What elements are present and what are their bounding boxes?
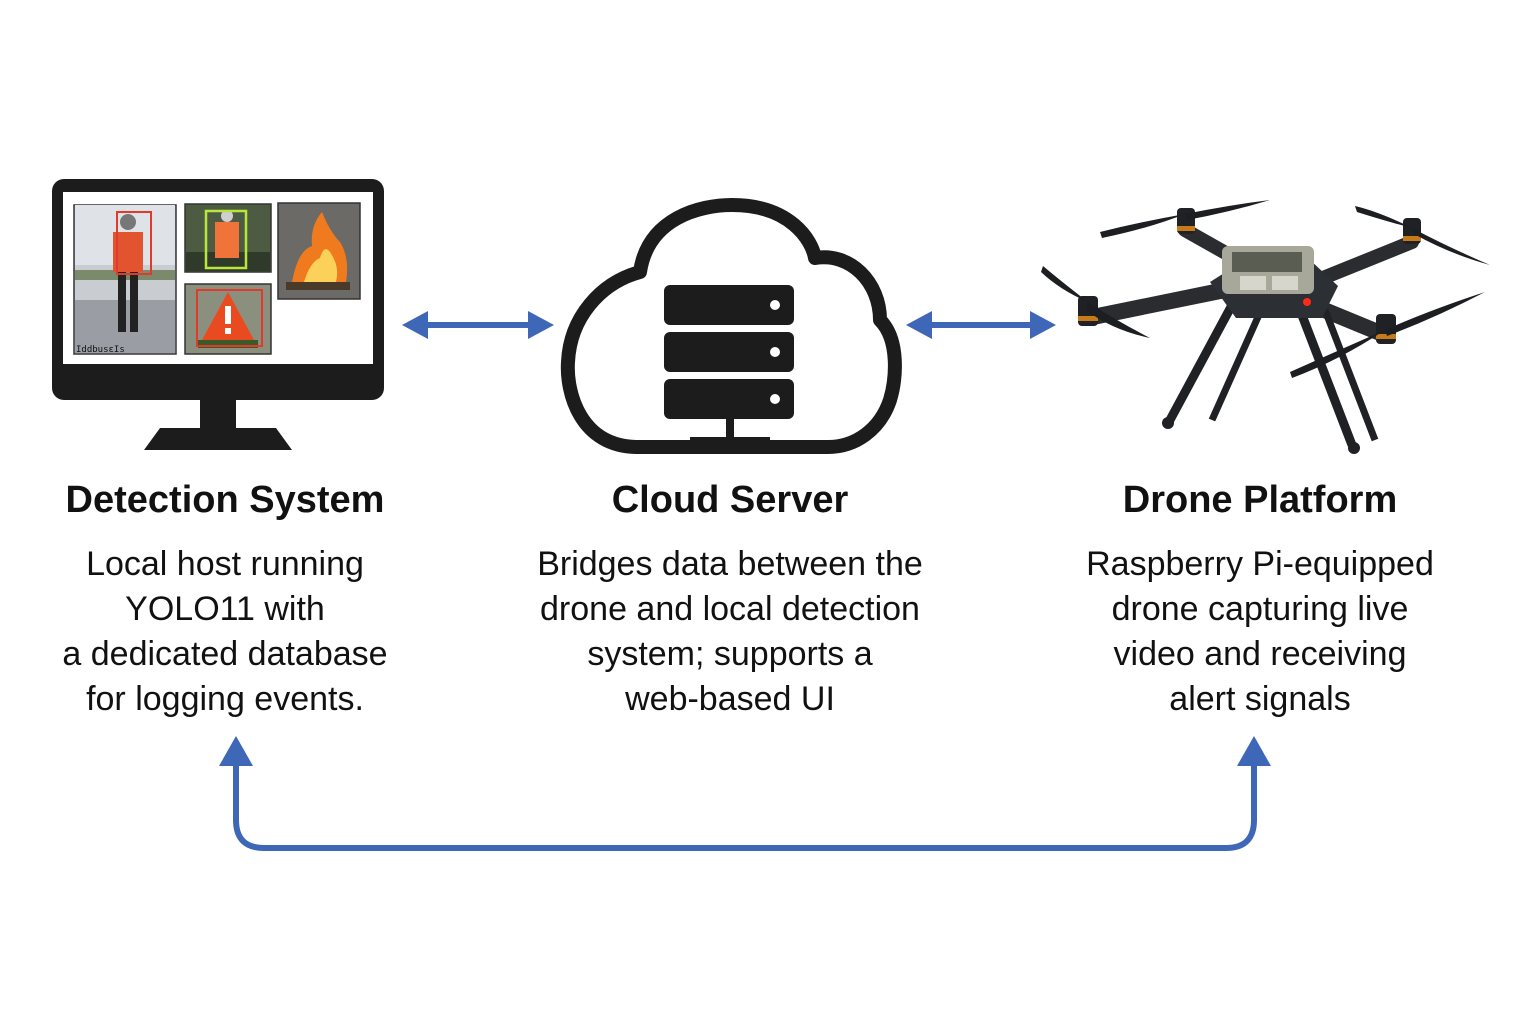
- desc-line: a dedicated database: [62, 635, 388, 673]
- desc-line: YOLO11 with: [125, 590, 325, 628]
- desc-line: drone and local detection: [540, 590, 920, 628]
- node-title: Cloud Server: [611, 479, 849, 521]
- screen-caption: IddbusεIs: [76, 345, 125, 355]
- desc-line: Bridges data between the: [537, 545, 923, 583]
- node-description: Local host running YOLO11 with a dedicat…: [20, 542, 430, 722]
- arrow-detection-cloud: [402, 311, 554, 339]
- desc-line: alert signals: [1169, 680, 1351, 718]
- thumbnail-vest-detection: [184, 203, 272, 273]
- desc-line: drone capturing live: [1111, 590, 1409, 628]
- desc-line: video and receiving: [1113, 635, 1407, 673]
- desc-line: web-based UI: [625, 680, 835, 718]
- desc-line: Local host running: [86, 545, 364, 583]
- thumbnail-hazard-detection: [184, 283, 272, 355]
- node-title: Detection System: [65, 479, 385, 521]
- thumbnail-person-detection: IddbusεIs: [73, 204, 177, 355]
- arrow-cloud-drone: [906, 311, 1056, 339]
- node-title: Drone Platform: [1122, 479, 1398, 521]
- node-description: Bridges data between the drone and local…: [520, 542, 940, 722]
- desc-line: for logging events.: [86, 680, 364, 718]
- thumbnail-fire-detection: [277, 202, 361, 300]
- desc-line: system; supports a: [587, 635, 873, 673]
- arrow-detection-drone: [219, 736, 1271, 851]
- desc-line: Raspberry Pi-equipped: [1086, 545, 1434, 583]
- server-stack: [664, 285, 794, 447]
- node-description: Raspberry Pi-equipped drone capturing li…: [1050, 542, 1470, 722]
